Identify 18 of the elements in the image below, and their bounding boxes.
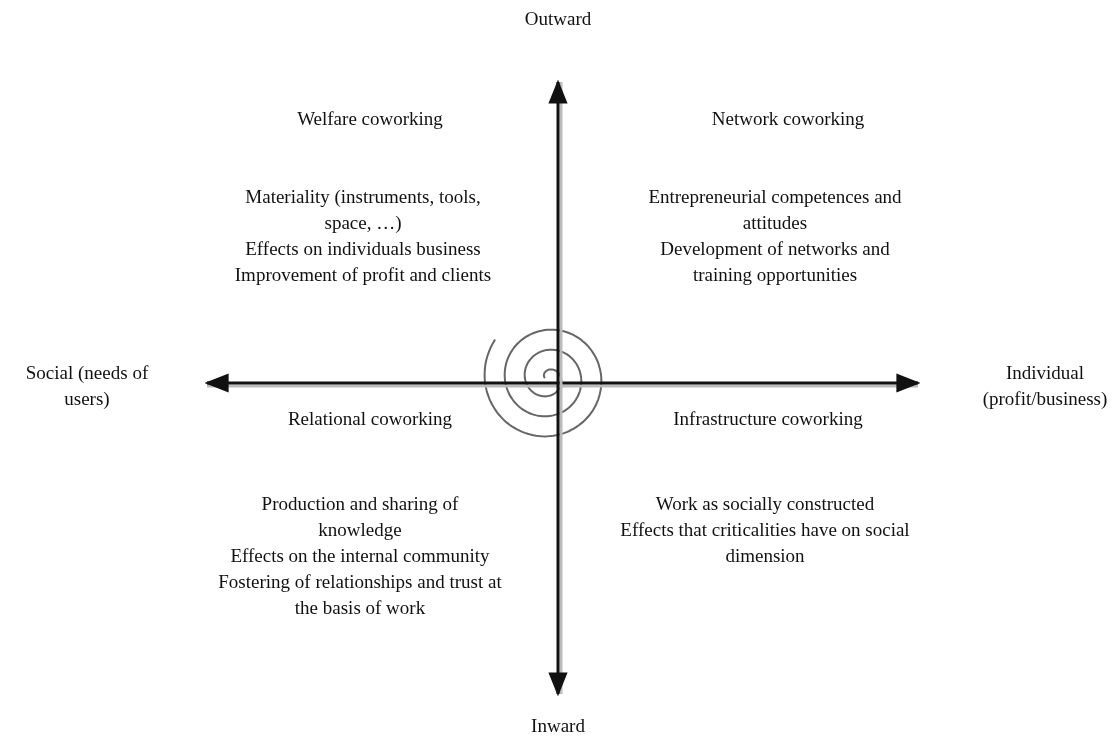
description: Development of networks and training opportunities <box>659 237 891 287</box>
axis-label: Outward <box>523 7 593 31</box>
description: Entrepreneurial competences and attitudes <box>647 185 903 235</box>
description: Effects on individuals business <box>244 237 482 261</box>
description: Fostering of relationships and trust at the basis of work <box>217 570 503 620</box>
description: Materiality (instruments, tools, space, …) <box>244 185 482 235</box>
description: Improvement of profit and clients <box>233 263 493 287</box>
description: Effects on the internal community <box>229 544 491 568</box>
quadrant-title: Welfare coworking <box>296 107 444 131</box>
description: Production and sharing of knowledge <box>260 492 460 542</box>
quadrant-title: Network coworking <box>710 107 866 131</box>
quadrant-title: Relational coworking <box>286 407 454 431</box>
description: Work as socially constructed <box>654 492 876 516</box>
quadrant-title: Infrastructure coworking <box>672 407 864 431</box>
axis-label: Individual (profit/business) <box>981 361 1109 411</box>
axis-label: Inward <box>530 714 586 738</box>
axis-label: Social (needs of users) <box>24 361 150 411</box>
description: Effects that criticalities have on social dimension <box>620 518 910 568</box>
